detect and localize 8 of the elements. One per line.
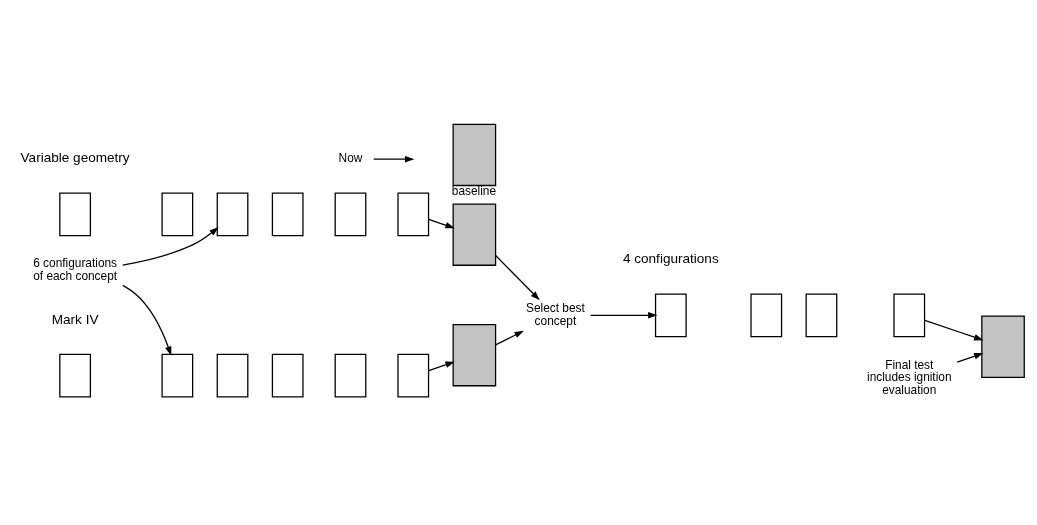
node-label: baseline <box>451 184 497 198</box>
label: Variable geometry <box>20 150 130 166</box>
label: 4 configurations <box>622 251 719 267</box>
node-text: 6 configurations of each concept <box>33 256 118 283</box>
node-text: Select best concept <box>526 301 585 328</box>
node-text: Now <box>338 151 363 166</box>
label: Mark IV <box>51 311 99 327</box>
node-text: Final test includes ignition evaluation <box>867 357 952 397</box>
